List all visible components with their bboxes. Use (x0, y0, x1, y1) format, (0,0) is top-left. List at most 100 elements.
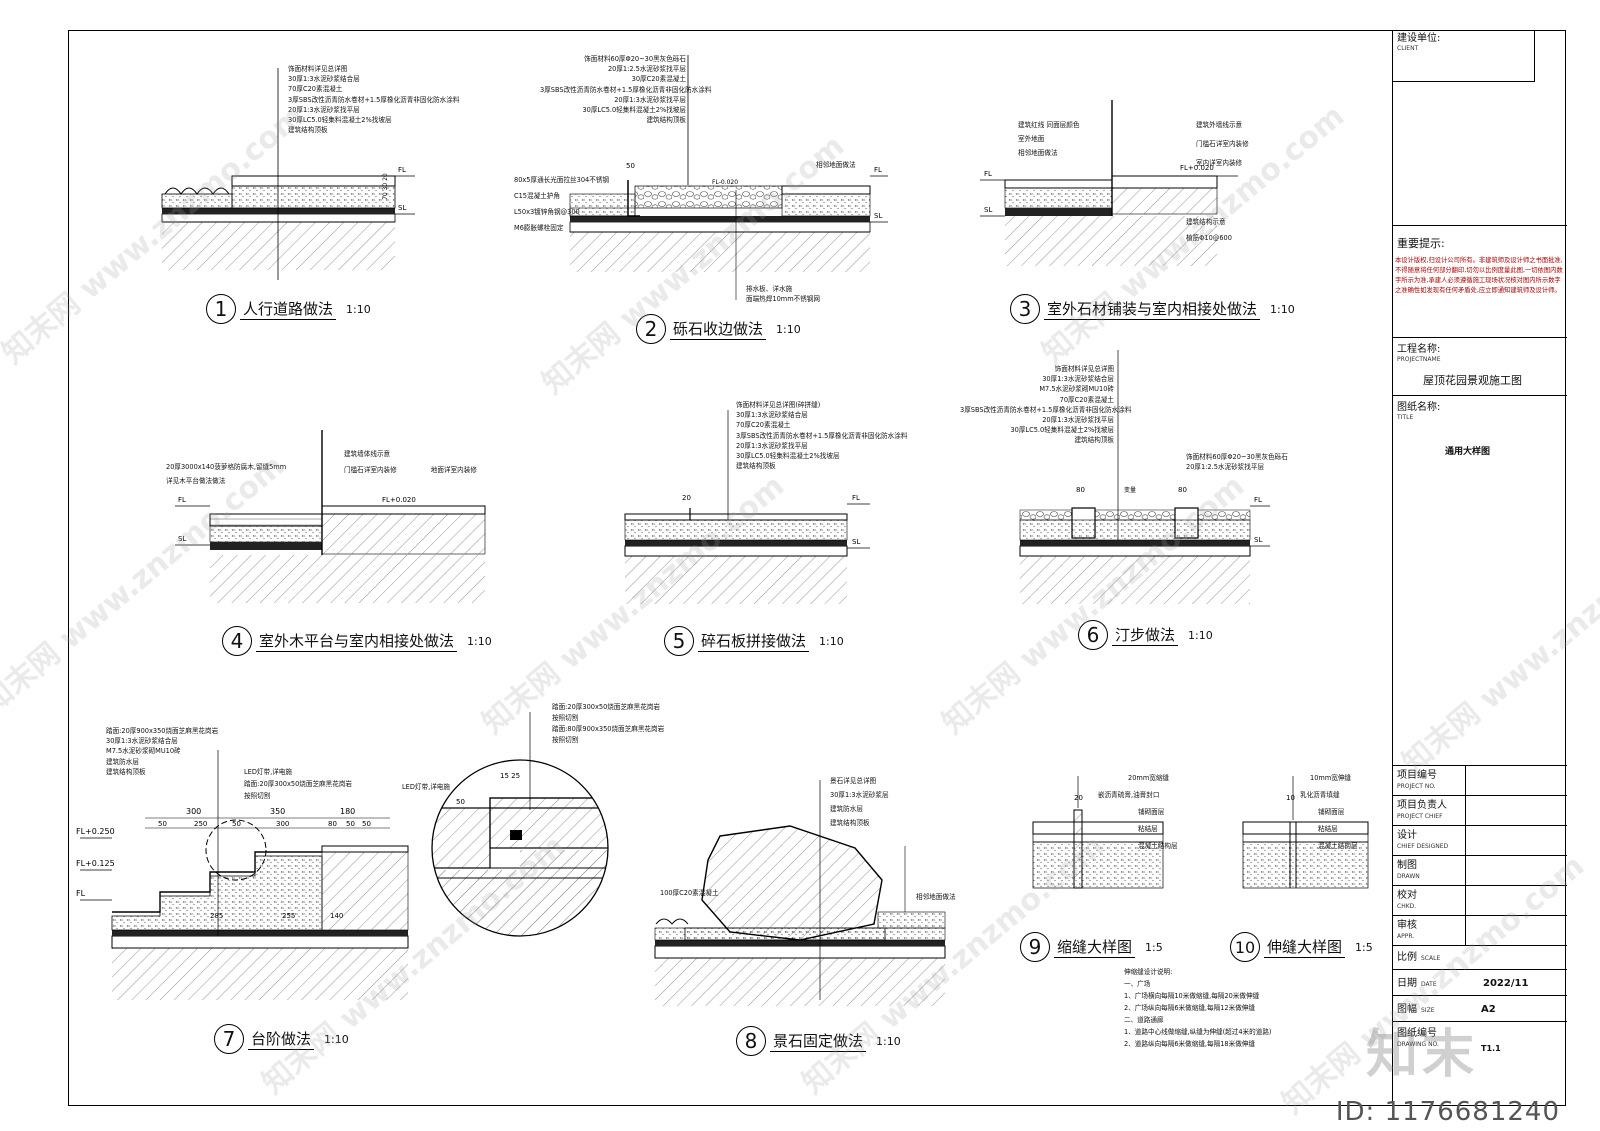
project-label-en: PROJECTNAME (1397, 356, 1441, 363)
detail-5-callouts: 饰面材料详见总详图(碎拼缝) 30厚1:3水泥砂浆结合层 70厚C20素混凝土 … (736, 400, 907, 471)
callout-line: 20mm宽缩缝 (1128, 774, 1170, 782)
detail-scale: 1:5 (1145, 940, 1163, 954)
detail-7-mid-callouts: LED灯带,详电施 踏面:20厚300x50烧面芝麻黑花岗岩 按照切割 (244, 766, 352, 802)
detail-name: 缩缝大样图 (1054, 936, 1136, 958)
callout-line: 粘结层 (1138, 825, 1158, 833)
detail-2-callouts: 饰面材料60厚Φ20~30黑灰色砾石 20厚1:2.5水泥砂浆找平层 30厚C2… (540, 54, 711, 125)
detail-title-4: 4 室外木平台与室内相接处做法 1:10 (222, 624, 492, 658)
callout-line: L50x3镀锌角钢@300 (514, 208, 580, 216)
detail-name: 伸缝大样图 (1264, 936, 1346, 958)
callout-line: 20厚1:3水泥砂浆找平层 (288, 105, 360, 114)
detail-2-right-callout: 相邻地面做法 (816, 161, 856, 169)
detail-scale: 1:10 (324, 1032, 349, 1046)
detail-title-7: 7 台阶做法 1:10 (214, 1022, 349, 1056)
callout-line: 景石详见总详图 (830, 777, 877, 785)
date-label-en: DATE (1421, 981, 1437, 988)
callout-line: 建筑结构顶板 (736, 462, 776, 471)
svg-text:300: 300 (186, 807, 201, 816)
project-label: 工程名称: (1397, 344, 1441, 355)
callout-line: 30厚LC5.0轻集料混凝土2%找坡层 (288, 116, 392, 125)
svg-text:285: 285 (210, 912, 223, 920)
notice-title: 重要提示: (1397, 237, 1445, 250)
callout-line: 面端热焊10mm不锈钢网 (746, 295, 820, 304)
callout-line: 建筑结构顶板 (288, 126, 328, 135)
svg-text:50: 50 (456, 798, 465, 806)
title-block: 建设单位: CLIENT 重要提示: 本设计版权,归设计公司所有。非建筑师及设计… (1392, 30, 1567, 1106)
blank-cell (1393, 82, 1567, 226)
detail-1-callouts: 饰面材料详见总详图 30厚1:3水泥砂浆结合层 70厚C20素混凝土 3厚SBS… (288, 64, 459, 135)
callout-line: 建筑防水层 (830, 805, 863, 813)
callout-line: M7.5水泥砂浆砌MU10砖 (1039, 385, 1114, 394)
detail-7-callouts: 踏面:20厚900x350烧面芝麻黑花岗岩 30厚1:3水泥砂浆结合层 M7.5… (106, 726, 218, 777)
callout-line: 20厚1:3水泥砂浆找平层 (614, 95, 686, 104)
callout-line: 饰面材料详见总详图 (288, 65, 348, 73)
callout-line: M6膨胀螺栓固定 (514, 224, 564, 232)
svg-text:FL+0.020: FL+0.020 (1180, 164, 1214, 172)
svg-text:FL+0.125: FL+0.125 (76, 859, 115, 868)
svg-text:20: 20 (682, 494, 691, 502)
detail-10-callouts: 10mm宽伸缝 乳化沥青填缝 铺砌面层 粘结层 混凝土结构层 (1300, 770, 1358, 855)
callout-line: 混凝土结构层 (1138, 842, 1178, 850)
svg-text:FL: FL (1254, 496, 1262, 504)
detail-scale: 1:10 (819, 634, 844, 648)
callout-line: 排水板、详水施 (746, 285, 793, 293)
detail-title-1: 1 人行道路做法 1:10 (206, 292, 371, 326)
svg-text:80: 80 (1076, 486, 1085, 494)
callout-line: 乳化沥青填缝 (1300, 791, 1340, 799)
detail-8-right-callout: 相邻地面做法 (916, 893, 956, 901)
callout-line: 饰面材料60厚Φ20~30黑灰色砾石 (584, 55, 686, 63)
svg-text:FL: FL (178, 496, 186, 504)
row-label: 项目负责人 (1397, 800, 1447, 811)
date-label: 日期 (1397, 978, 1417, 989)
callout-line: 3厚SBS改性沥青防水卷材+1.5厚橡化沥青非固化防水涂料 (288, 95, 460, 104)
detail-8-drawing (654, 780, 946, 1006)
svg-text:SL: SL (874, 212, 882, 220)
detail-name: 景石固定做法 (770, 1030, 867, 1052)
row-approved: 审核 APPR. (1393, 916, 1567, 946)
callout-line: 室外地面 (1018, 135, 1045, 143)
callout-line: 20厚1:3水泥砂浆找平层 (736, 441, 808, 450)
detail-scale: 1:10 (467, 634, 492, 648)
detail-10-drawing: 10 (1242, 776, 1369, 889)
detail-6-right-callouts: 饰面材料60厚Φ20~30黑灰色砾石 20厚1:2.5水泥砂浆找平层 (1186, 452, 1288, 472)
note-line: 伸缩缝设计说明: (1124, 968, 1173, 976)
callout-line: 20厚1:3水泥砂浆找平层 (1042, 416, 1114, 425)
svg-text:140: 140 (330, 912, 343, 920)
callout-line: 建筑墙体线示意 (344, 450, 391, 458)
svg-text:350: 350 (270, 807, 285, 816)
drawing-no-value: T1.1 (1481, 1044, 1501, 1053)
callout-line: 3厚SBS改性沥青防水卷材+1.5厚橡化沥青非固化防水涂料 (736, 431, 908, 440)
svg-text:50: 50 (158, 820, 167, 828)
detail-9-callouts: 20mm宽缩缝 嵌沥青硫膏,油膏封口 铺砌面层 粘结层 混凝土结构层 (1098, 770, 1178, 855)
svg-text:15 25: 15 25 (500, 772, 520, 780)
row-label-en: PROJECT CHIEF (1397, 813, 1443, 820)
title-cell: 图纸名称: TITLE 通用大样图 (1393, 396, 1567, 766)
callout-line: 植筋Φ10@600 (1186, 234, 1232, 242)
detail-number: 6 (1078, 620, 1108, 650)
callout-line: 门槛石详室内装修 (1196, 140, 1249, 148)
callout-line: 30厚1:3水泥砂浆结合层 (1042, 375, 1114, 384)
note-line: 2、广场纵向每隔6米做缩缝,每隔12米做伸缝 (1124, 1004, 1255, 1012)
svg-text:50: 50 (232, 820, 241, 828)
svg-text:300: 300 (276, 820, 289, 828)
svg-text:SL: SL (178, 535, 186, 543)
detail-scale: 1:10 (776, 322, 801, 336)
svg-text:FL+0.020: FL+0.020 (382, 496, 416, 504)
detail-4-callouts: 建筑墙体线示意 门槛石详室内装修 地面详室内装修 (344, 446, 477, 478)
callout-line: 详见木平台做法做法 (166, 477, 226, 485)
callout-line: 70厚C20素混凝土 (1059, 395, 1114, 404)
callout-line: 室内详室内装修 (1196, 159, 1243, 167)
detail-title-8: 8 景石固定做法 1:10 (736, 1024, 901, 1058)
callout-line: 饰面材料60厚Φ20~30黑灰色砾石 (1186, 453, 1288, 461)
row-label-en: PROJECT NO. (1397, 783, 1436, 790)
detail-name: 室外木平台与室内相接处做法 (256, 630, 458, 652)
detail-9-drawing: 20 (1032, 776, 1164, 889)
callout-line: 30厚C20素混凝土 (631, 75, 686, 84)
callout-line: 饰面材料详见总详图 (1054, 365, 1114, 373)
size-label-en: SIZE (1421, 1007, 1435, 1014)
